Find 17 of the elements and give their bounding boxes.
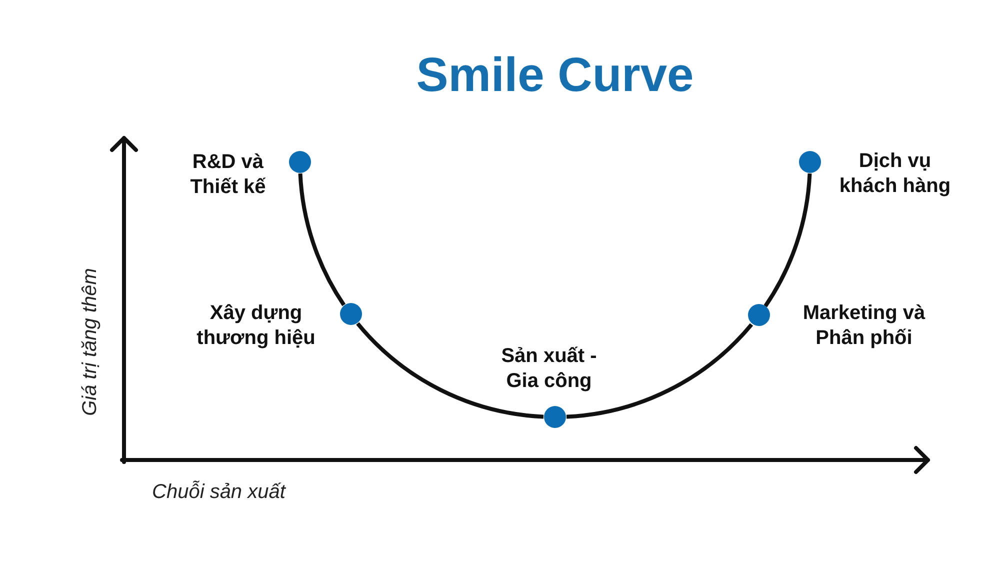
- axis-label: Chuỗi sản xuất: [152, 480, 286, 504]
- dot-icon: [340, 303, 362, 326]
- point-label: Dịch vụ khách hàng: [838, 149, 952, 199]
- point-label: Xây dựng thương hiệu: [196, 301, 316, 351]
- dot-icon: [799, 151, 821, 173]
- curve-segment: [566, 323, 753, 419]
- dot-icon: [544, 406, 566, 428]
- dot-icon: [748, 304, 770, 326]
- point-label: R&D và Thiết kế: [189, 150, 267, 200]
- axis-label: Giá trị tăng thêm: [78, 268, 102, 416]
- dot-icon: [289, 151, 311, 173]
- curve-segment: [764, 173, 812, 308]
- curve-segment: [298, 173, 346, 306]
- title: Smile Curve: [416, 48, 694, 104]
- point-label: Sản xuất - Gia công: [500, 344, 598, 394]
- point-label: Marketing và Phân phối: [802, 301, 926, 351]
- curve-segment: [356, 322, 544, 419]
